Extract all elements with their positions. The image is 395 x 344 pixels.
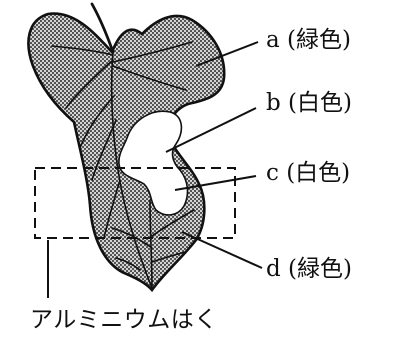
- foil-caption: アルミニウムはく: [30, 306, 218, 334]
- label-d-letter: d: [266, 256, 281, 282]
- label-d: d (緑色): [266, 256, 352, 282]
- label-a: a (緑色): [266, 27, 351, 53]
- label-c: c (白色): [266, 160, 350, 186]
- label-a-letter: a: [266, 27, 280, 53]
- leader-d: [182, 232, 262, 268]
- label-c-color: (白色): [286, 160, 350, 186]
- label-a-color: (緑色): [287, 27, 351, 53]
- label-b-letter: b: [266, 90, 281, 116]
- label-c-letter: c: [266, 160, 279, 186]
- label-b-color: (白色): [288, 90, 352, 116]
- label-b: b (白色): [266, 90, 352, 116]
- label-d-color: (緑色): [288, 256, 352, 282]
